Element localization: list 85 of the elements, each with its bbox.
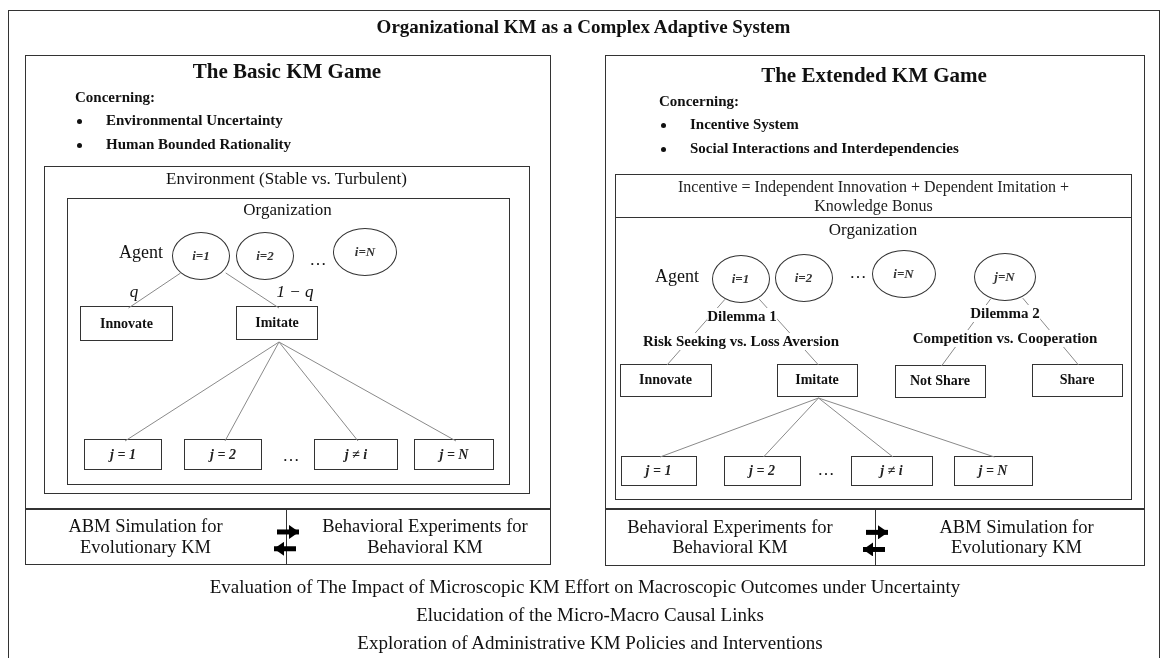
peer-agent-label: j = 2: [210, 446, 236, 463]
agent-index: j=N: [994, 268, 1015, 285]
ellipsis: …: [849, 263, 867, 283]
peer-agent-box: [84, 439, 162, 470]
peer-agent-box: [314, 439, 398, 470]
block-arrow: [274, 541, 296, 556]
peer-agent-box: [620, 455, 697, 486]
dilemma-label: Competition vs. Cooperation: [912, 330, 1098, 347]
method-cell: [604, 508, 876, 566]
tree-line: [818, 397, 894, 458]
block-arrow: [866, 525, 888, 540]
bullet-item: Human Bounded Rationality: [106, 136, 292, 153]
method-text: ABM Simulation for Evolutionary KM: [938, 516, 1095, 558]
ellipsis: …: [309, 250, 327, 270]
tree-line: [278, 341, 457, 442]
outcome-text: Evaluation of The Impact of Microscopic KM Effort on Macroscopic Outcomes under Uncertainty: [209, 576, 961, 598]
agent-index: i=2: [794, 269, 813, 286]
outcome-text: Elucidation of the Micro-Macro Causal Links: [416, 604, 764, 626]
action-box: [80, 306, 173, 341]
agent-index: i=N: [893, 265, 914, 282]
method-text: Behavioral Experiments for Behavioral KM: [626, 516, 834, 558]
tree-line: [818, 397, 995, 458]
peer-agent-box: [184, 439, 262, 470]
incentive-box: [615, 174, 1132, 218]
action-label: Innovate: [639, 372, 692, 388]
peer-agent-label: j = N: [978, 462, 1008, 479]
bullet-item: Incentive System: [690, 116, 799, 133]
peer-agent-box: [850, 455, 933, 486]
panel-frame: [24, 54, 551, 509]
method-cell: [24, 508, 287, 565]
environment-label: Environment (Stable vs. Turbulent): [165, 168, 408, 189]
peer-agent-label: j = N: [439, 446, 469, 463]
peer-agent-box: [953, 455, 1033, 486]
ellipsis: …: [817, 460, 835, 480]
peer-agent-label: j ≠ i: [880, 462, 903, 479]
action-box: [894, 364, 986, 398]
method-cell: [874, 508, 1145, 566]
agent-index: i=2: [256, 248, 274, 264]
dilemma-label: Risk Seeking vs. Loss Aversion: [643, 333, 839, 350]
action-label: Imitate: [255, 315, 299, 331]
incentive-formula: Incentive = Independent Innovation + Dependent Imitation + Knowledge Bonus: [677, 176, 1070, 216]
peer-agent-label: j = 1: [110, 446, 136, 463]
edge-label: 1 − q: [276, 283, 314, 300]
peer-agent-label: j = 1: [645, 462, 672, 479]
outcome-text: Exploration of Administrative KM Policies and Interventions: [357, 632, 823, 654]
method-cell: [285, 508, 551, 565]
organization-label: Organization: [827, 219, 919, 240]
bullet-item: Social Interactions and Interdependencies: [690, 140, 959, 157]
agent-index: i=N: [354, 244, 376, 260]
dilemma-label: Dilemma 2: [970, 305, 1040, 322]
tree-line: [278, 341, 359, 442]
panel-title: The Extended KM Game: [760, 63, 988, 88]
action-box: [619, 363, 712, 397]
action-label: Innovate: [100, 315, 153, 332]
block-arrow: [277, 524, 299, 539]
action-box: [776, 363, 858, 397]
peer-agent-box: [414, 439, 494, 470]
action-label: Imitate: [795, 372, 839, 388]
tree-line: [225, 272, 280, 309]
action-label: Not Share: [910, 373, 970, 389]
peer-agent-label: j = 2: [749, 462, 775, 479]
action-label: Share: [1059, 372, 1095, 388]
agent-label: Agent: [655, 266, 699, 287]
agent-label: Agent: [119, 242, 163, 263]
organization-label: Organization: [242, 200, 333, 220]
tree-line: [224, 341, 280, 442]
concerning-heading: Concerning:: [75, 89, 155, 106]
tree-line: [659, 397, 819, 458]
peer-agent-box: [723, 455, 801, 486]
peer-agent-label: j ≠ i: [344, 446, 368, 463]
tree-line: [763, 397, 819, 458]
tree-line: [128, 272, 181, 309]
block-arrow: [863, 542, 885, 557]
agent-index: i=1: [731, 270, 750, 287]
concerning-heading: Concerning:: [659, 93, 739, 110]
agent-index: i=1: [192, 248, 210, 264]
panel-title: The Basic KM Game: [191, 59, 383, 84]
frame-title: Organizational KM as a Complex Adaptive System: [375, 15, 792, 38]
bullet-item: Environmental Uncertainty: [106, 112, 283, 129]
method-text: ABM Simulation for Evolutionary KM: [67, 516, 224, 557]
tree-line: [124, 341, 280, 442]
action-box: [1031, 363, 1123, 397]
ellipsis: …: [282, 446, 300, 466]
method-text: Behavioral Experiments for Behavioral KM: [321, 516, 529, 557]
action-box: [236, 306, 318, 340]
